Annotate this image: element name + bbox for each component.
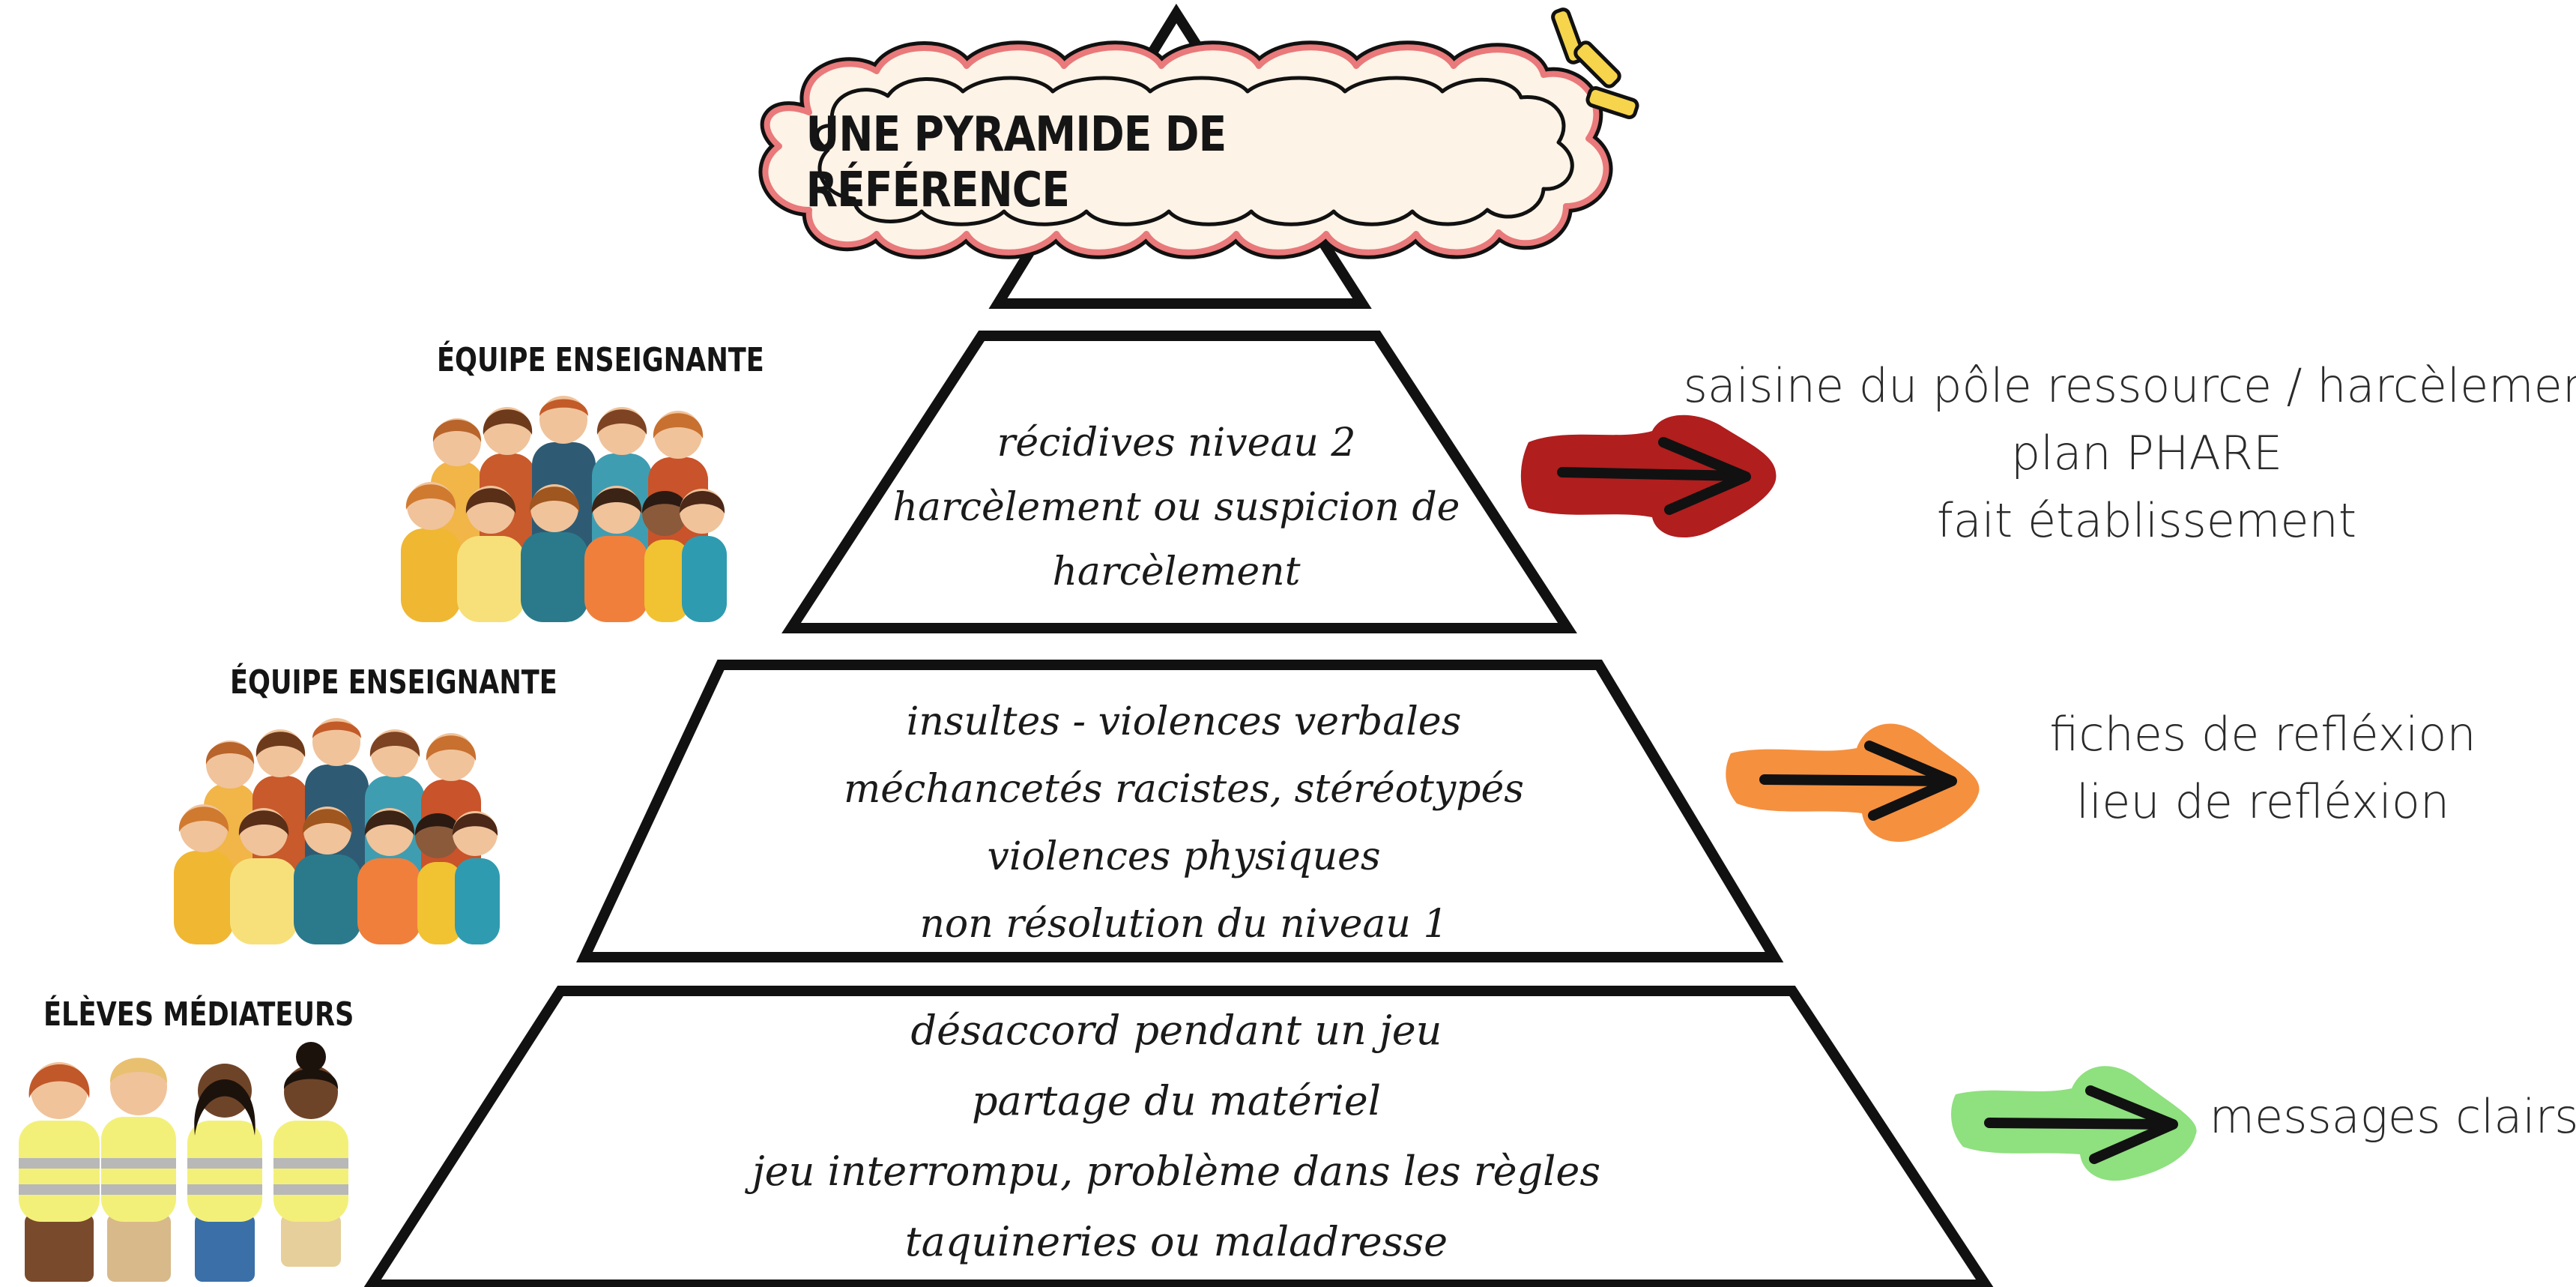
pyramid-tier-1 [363,986,1994,1287]
pyramid-tier-3 [781,331,1577,633]
level-3-line: harcèlement ou suspicion de [892,485,1460,530]
level-2-action: lieu de refléxion [2075,774,2450,829]
person-icon [230,808,297,944]
person-icon [679,489,727,622]
level-2-action: fiches de refléxion [2049,707,2476,762]
level-3-action: plan PHARE [2010,426,2283,480]
person-icon [19,1062,100,1282]
level-2-line: méchancetés racistes, stéréotypés [844,767,1524,812]
level-1-line: taquineries ou maladresse [904,1218,1448,1265]
group-label-level-1: ÉLÈVES MÉDIATEURS [43,995,354,1034]
level-2-line: violences physiques [987,834,1381,879]
person-icon [174,804,234,944]
level-2-description: insultes - violences verbales méchanceté… [809,688,1558,958]
person-icon [584,486,648,622]
person-icon [187,1064,262,1282]
level-3-action: fait établissement [1936,493,2357,548]
mediator-students-illustration [19,1042,348,1282]
arrow-icon-level-1 [1951,1066,2197,1181]
person-icon [273,1042,348,1267]
level-1-line: désaccord pendant un jeu [910,1007,1442,1054]
person-icon [521,484,588,622]
level-1-line: jeu interrompu, problème dans les règles [752,1148,1601,1195]
person-icon [101,1058,176,1282]
level-1-action: messages clairs [2209,1089,2576,1144]
level-3-actions: saisine du pôle ressource / harcèlement … [1684,352,2576,555]
level-3-line: harcèlement [1052,549,1301,594]
person-icon [452,811,500,944]
level-1-line: partage du matériel [971,1077,1382,1124]
person-icon [457,486,524,622]
level-3-line: récidives niveau 2 [997,421,1356,465]
person-icon [641,491,689,622]
level-1-description: désaccord pendant un jeu partage du maté… [719,995,1633,1277]
group-label-level-3: ÉQUIPE ENSEIGNANTE [437,341,764,379]
level-3-description: récidives niveau 2 harcèlement ou suspic… [862,411,1491,604]
arrow-icon-level-3 [1520,415,1777,538]
level-2-actions: fiches de refléxion lieu de refléxion [2023,701,2503,836]
level-1-actions: messages clairs [2210,1083,2576,1151]
person-icon [294,807,361,944]
group-label-level-2: ÉQUIPE ENSEIGNANTE [230,663,557,702]
arrow-icon-level-2 [1726,723,1980,843]
teaching-team-illustration [174,718,500,944]
title-cloud [758,40,1613,259]
person-icon [414,813,462,944]
level-2-line: insultes - violences verbales [906,699,1462,744]
sparkle-icon [1551,7,1639,120]
level-3-action: saisine du pôle ressource / harcèlement [1683,358,2576,413]
person-icon [401,482,461,622]
person-icon [357,808,421,944]
teaching-team-illustration [401,396,727,622]
page-title: UNE PYRAMIDE DE RÉFÉRENCE [805,107,1227,218]
pyramid-tier-2 [576,660,1784,962]
level-2-line: non résolution du niveau 1 [919,902,1448,947]
